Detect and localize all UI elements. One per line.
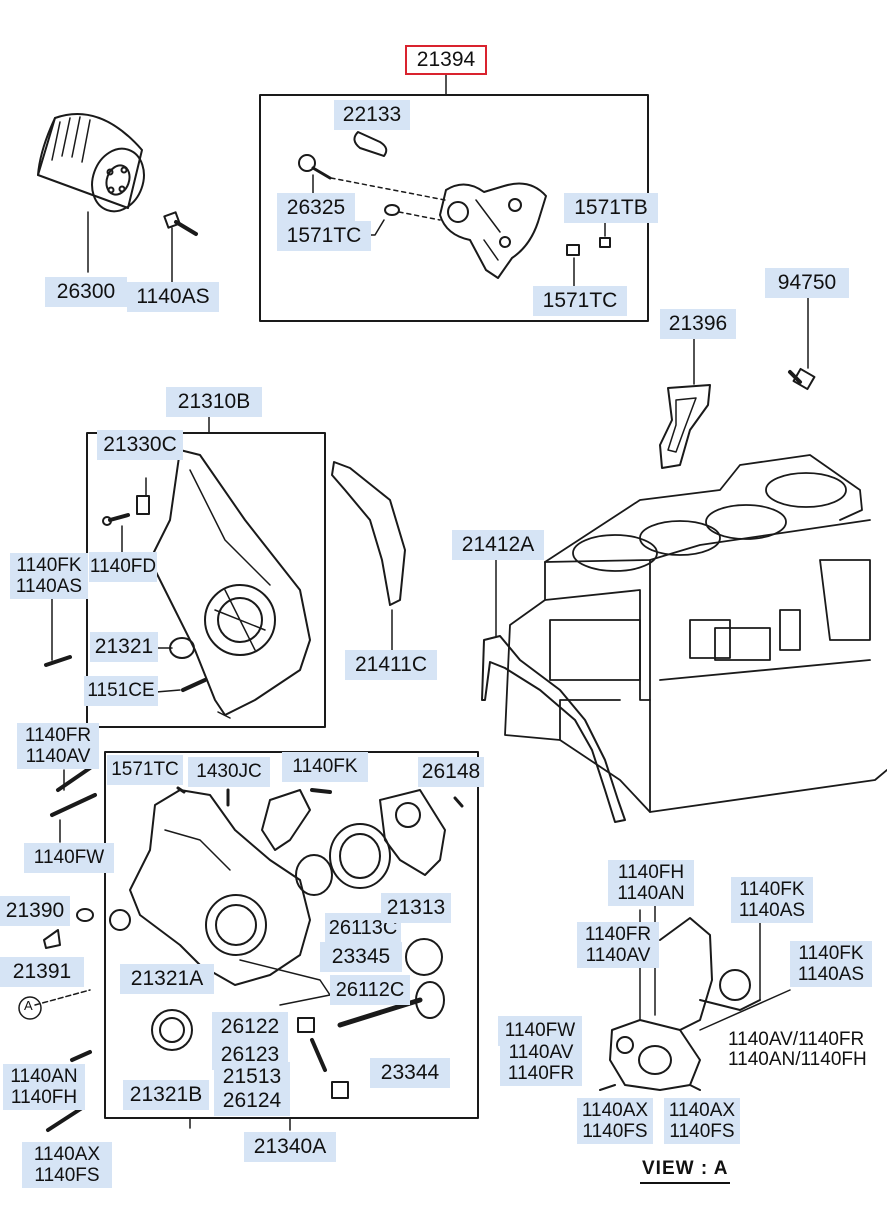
part-label-21310b[interactable]: 21310B <box>166 387 262 417</box>
label-line: 1140FR <box>24 725 92 746</box>
part-label-21330c[interactable]: 21330C <box>97 430 183 460</box>
label-line: 1140AN <box>617 883 685 904</box>
part-label-1140ax-1140fs-2[interactable]: 1140AX 1140FS <box>577 1098 653 1144</box>
engine-block-drawing <box>504 454 887 813</box>
part-label-23345[interactable]: 23345 <box>320 942 402 972</box>
label-line: 1140AS <box>738 900 806 921</box>
part-label-21391[interactable]: 21391 <box>0 957 84 987</box>
part-label-1571tc-3[interactable]: 1571TC <box>107 755 183 785</box>
label-line: 1140AX <box>33 1144 101 1165</box>
part-label-1140av-1140fr-pair[interactable]: 1140AV/1140FR <box>728 1029 865 1050</box>
part-label-26122[interactable]: 26122 <box>212 1012 288 1042</box>
label-line: 1140FS <box>669 1121 735 1142</box>
part-label-21321a[interactable]: 21321A <box>120 964 214 994</box>
part-label-21321[interactable]: 21321 <box>90 632 158 662</box>
label-line: 1140AV <box>585 945 651 966</box>
cover-gasket-drawing <box>331 461 406 651</box>
part-label-1140fh-1140an[interactable]: 1140FH 1140AN <box>608 860 694 906</box>
part-label-1571tb[interactable]: 1571TB <box>564 193 658 223</box>
label-line: 1140FK <box>739 879 805 900</box>
part-label-21412a[interactable]: 21412A <box>452 530 544 560</box>
label-line: 1140FR <box>507 1063 575 1084</box>
part-label-26325[interactable]: 26325 <box>277 193 355 223</box>
label-line: 1140AV <box>25 746 91 767</box>
part-label-1140fw[interactable]: 1140FW <box>24 843 114 873</box>
label-line: 1140AX <box>581 1100 649 1121</box>
view-callout-a: A <box>24 998 33 1013</box>
part-label-1140as[interactable]: 1140AS <box>127 282 219 312</box>
label-line: 1140AS <box>797 964 865 985</box>
label-line: 1140FS <box>582 1121 648 1142</box>
part-label-21411c[interactable]: 21411C <box>345 650 437 680</box>
oil-pump-case-drawing <box>109 786 464 1099</box>
part-label-26300[interactable]: 26300 <box>45 277 127 307</box>
bolt-drawing <box>163 211 198 236</box>
label-line: 1140FH <box>617 862 685 883</box>
part-label-1140fr-1140av[interactable]: 1140FR 1140AV <box>17 723 99 769</box>
label-line: 1140FS <box>34 1165 100 1186</box>
part-label-21390[interactable]: 21390 <box>0 896 70 926</box>
part-label-1140fk-1140as[interactable]: 1140FK 1140AS <box>10 553 88 599</box>
part-label-1140av-1140fr[interactable]: 1140AV 1140FR <box>500 1040 582 1086</box>
part-label-1140fk[interactable]: 1140FK <box>282 752 368 782</box>
part-label-1571tc-2[interactable]: 1571TC <box>533 286 627 316</box>
label-line: 1140AN <box>10 1066 78 1087</box>
label-line: 1140FR <box>584 924 652 945</box>
part-label-1571tc[interactable]: 1571TC <box>277 221 371 251</box>
part-label-1430jc[interactable]: 1430JC <box>188 757 270 787</box>
rear-gasket-drawing <box>481 555 626 823</box>
part-label-26112c[interactable]: 26112C <box>330 975 410 1005</box>
part-label-1140an-1140fh-pair[interactable]: 1140AN/1140FH <box>728 1049 867 1070</box>
oil-filter-drawing <box>37 113 145 213</box>
label-line: 1140FK <box>16 555 82 576</box>
part-label-21313[interactable]: 21313 <box>381 893 451 923</box>
part-label-21340a[interactable]: 21340A <box>244 1132 336 1162</box>
oil-pressure-switch-drawing <box>788 297 816 391</box>
part-label-21396[interactable]: 21396 <box>660 309 736 339</box>
part-label-1151ce[interactable]: 1151CE <box>84 676 158 706</box>
part-label-1140fr-1140av-2[interactable]: 1140FR 1140AV <box>577 922 659 968</box>
label-line: 1140AX <box>668 1100 736 1121</box>
part-label-94750[interactable]: 94750 <box>765 268 849 298</box>
part-label-22133[interactable]: 22133 <box>334 100 410 130</box>
part-label-1140ax-1140fs-3[interactable]: 1140AX 1140FS <box>664 1098 740 1144</box>
part-label-23344[interactable]: 23344 <box>370 1058 450 1088</box>
part-label-1140fk-1140as-2[interactable]: 1140FK 1140AS <box>731 877 813 923</box>
part-label-1140fk-1140as-3[interactable]: 1140FK 1140AS <box>790 941 872 987</box>
oil-pump-drawing <box>298 131 611 279</box>
view-a-caption: VIEW : A <box>640 1158 731 1184</box>
part-label-21321b[interactable]: 21321B <box>123 1080 209 1110</box>
part-label-26124[interactable]: 26124 <box>214 1086 290 1116</box>
timing-belt-cover-drawing <box>102 449 311 719</box>
part-label-26148[interactable]: 26148 <box>418 757 484 787</box>
part-label-21394[interactable]: 21394 <box>405 45 487 75</box>
label-line: 1140AS <box>15 576 83 597</box>
pump-gasket-drawing <box>659 337 711 469</box>
label-line: 1140FH <box>10 1087 78 1108</box>
part-label-1140ax-1140fs[interactable]: 1140AX 1140FS <box>22 1142 112 1188</box>
label-line: 1140AV <box>508 1042 574 1063</box>
part-label-1140fd[interactable]: 1140FD <box>89 552 157 582</box>
label-line: 1140FK <box>798 943 864 964</box>
part-label-1140an-1140fh[interactable]: 1140AN 1140FH <box>3 1064 85 1110</box>
